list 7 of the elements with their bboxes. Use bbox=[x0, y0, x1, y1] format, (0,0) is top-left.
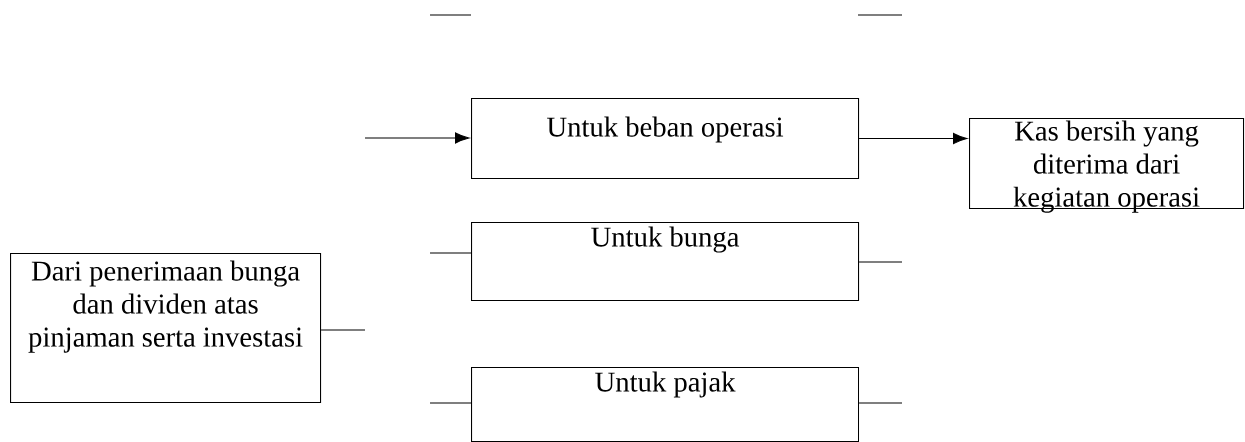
arrow bbox=[858, 132, 968, 145]
arrow bbox=[364, 132, 470, 144]
process-box: Kas bersih yang diterima dari kegiatan operasi bbox=[969, 118, 1245, 213]
process-box: Untuk pajak bbox=[471, 367, 860, 442]
process-box: Untuk bunga bbox=[471, 222, 860, 302]
process-box: Dari penerimaan bunga dan dividen atas pinjaman serta investasi bbox=[10, 253, 322, 404]
process-box: Untuk beban operasi bbox=[471, 98, 860, 180]
